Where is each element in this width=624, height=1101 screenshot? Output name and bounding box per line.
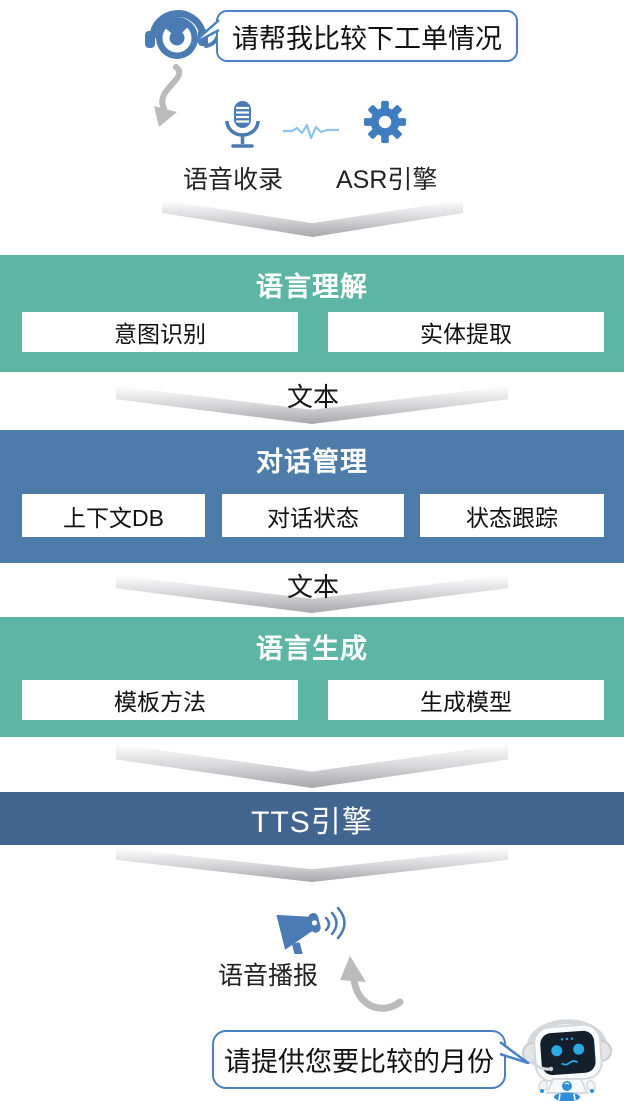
flow-arrow-chevron <box>116 386 508 424</box>
flow-arrow-chevron <box>116 848 508 882</box>
bot-bubble-tail <box>499 1041 530 1065</box>
block-item: 模板方法 <box>22 680 298 720</box>
flow-arrow-chevron <box>116 575 508 613</box>
robot-icon <box>522 1019 612 1101</box>
block-language-generation: 语言生成 模板方法 生成模型 <box>0 617 624 737</box>
megaphone-icon <box>276 906 346 954</box>
bot-speech-text: 请提供您要比较的月份 <box>224 1047 494 1077</box>
waveform-icon <box>283 123 339 140</box>
user-speech-bubble: 请帮我比较下工单情况 <box>216 10 518 62</box>
block-item: 状态跟踪 <box>420 494 604 537</box>
block-title: 对话管理 <box>256 447 368 477</box>
gear-icon <box>363 100 407 144</box>
voice-capture-label: 语音收录 <box>183 166 284 194</box>
block-title: 语言生成 <box>256 634 368 664</box>
tts-engine-label: TTS引擎 <box>251 805 373 839</box>
tts-engine-bar: TTS引擎 <box>0 792 624 845</box>
flow-arrow-chevron <box>162 200 463 237</box>
block-language-understanding: 语言理解 意图识别 实体提取 <box>0 255 624 372</box>
block-dialogue-management: 对话管理 上下文DB 对话状态 状态跟踪 <box>0 430 624 563</box>
user-speech-text: 请帮我比较下工单情况 <box>232 23 502 54</box>
block-title: 语言理解 <box>256 272 368 302</box>
voice-broadcast-label: 语音播报 <box>218 962 319 990</box>
agent-headset-icon <box>145 10 220 59</box>
curved-arrow-down-icon <box>154 64 182 127</box>
user-bubble-tail <box>189 19 220 47</box>
microphone-icon <box>225 101 260 148</box>
block-item: 实体提取 <box>328 312 604 352</box>
block-item: 对话状态 <box>222 494 404 537</box>
flow-arrow-chevron <box>116 744 508 788</box>
curved-arrow-up-icon <box>340 956 404 1012</box>
bot-speech-bubble: 请提供您要比较的月份 <box>212 1030 506 1089</box>
text-connector-label: 文本 <box>287 572 340 602</box>
block-item: 意图识别 <box>22 312 298 352</box>
block-item: 生成模型 <box>328 680 604 720</box>
block-item: 上下文DB <box>22 494 205 537</box>
text-connector-label: 文本 <box>287 382 340 412</box>
asr-engine-label: ASR引擎 <box>336 166 438 194</box>
